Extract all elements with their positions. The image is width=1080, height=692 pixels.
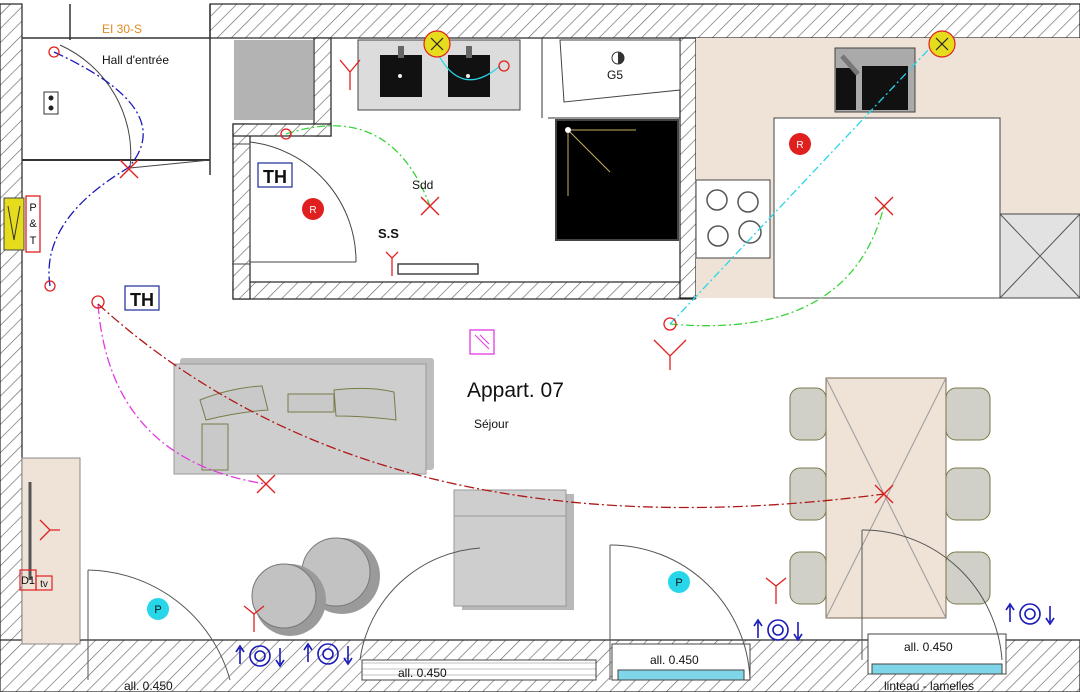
cooktop bbox=[695, 179, 771, 259]
detectors bbox=[423, 30, 956, 58]
svg-text:P: P bbox=[675, 577, 682, 589]
circuit-cyan-bath bbox=[435, 49, 501, 81]
circuit-darkred-living bbox=[97, 303, 885, 509]
svg-text:TH: TH bbox=[130, 290, 154, 310]
gas-meter-icon bbox=[611, 51, 625, 65]
thermostat-living: TH bbox=[124, 285, 160, 311]
svg-text:tv: tv bbox=[40, 579, 48, 590]
svg-text:TH: TH bbox=[263, 167, 287, 187]
switch-symbols bbox=[39, 46, 787, 632]
svg-text:P: P bbox=[154, 604, 161, 616]
tv-cabinet bbox=[21, 457, 81, 645]
sill-label-4: all. 0.450 bbox=[904, 640, 953, 654]
tv-outlet: D1 tv bbox=[19, 569, 53, 591]
circuit-green-kitchen bbox=[669, 205, 885, 327]
sill-label-3: all. 0.450 bbox=[650, 653, 699, 667]
sill-label-2: all. 0.450 bbox=[398, 666, 447, 680]
radiator-bath: R bbox=[302, 198, 324, 220]
panel-p-and-t bbox=[25, 195, 41, 253]
svg-text:R: R bbox=[796, 140, 803, 151]
laundry-area bbox=[234, 40, 313, 120]
armchair bbox=[453, 489, 574, 610]
circuit-green-bath bbox=[285, 125, 431, 207]
room-label-entrance: Hall d'entrée bbox=[102, 53, 169, 67]
circuit-cyan-kitchen bbox=[669, 47, 931, 325]
windows bbox=[87, 529, 1007, 681]
gas-cabinet bbox=[559, 39, 681, 103]
sofa bbox=[173, 358, 434, 475]
shower-sensor-label: S.S bbox=[378, 226, 399, 241]
panel-label-t: T bbox=[30, 235, 37, 247]
circuit-magenta-living bbox=[97, 303, 267, 485]
svg-text:R: R bbox=[309, 205, 316, 216]
shower-drain bbox=[397, 263, 479, 275]
panel-label-amp: & bbox=[29, 218, 37, 230]
bath-door bbox=[232, 141, 357, 265]
lintel-label: linteau - lamelles bbox=[884, 679, 974, 692]
room-label-living: Séjour bbox=[474, 417, 509, 431]
room-label-bathroom: Sdd bbox=[412, 178, 433, 192]
shower bbox=[555, 119, 679, 241]
radiator-kitchen: R bbox=[789, 133, 811, 155]
socket-left: P bbox=[147, 598, 169, 620]
apartment-title: Appart. 07 bbox=[467, 379, 564, 402]
sill-label-1: all. 0.450 bbox=[124, 679, 173, 692]
ceiling-lights bbox=[119, 159, 894, 504]
kitchen-sink bbox=[834, 47, 916, 113]
thermostat-bath: TH bbox=[257, 162, 293, 188]
dining-table bbox=[789, 377, 991, 619]
ottomans bbox=[251, 537, 380, 636]
blind-control-icons bbox=[235, 602, 1055, 668]
socket-right: P bbox=[668, 571, 690, 593]
fire-rating-label: EI 30-S bbox=[102, 22, 142, 36]
panel-label-p: P bbox=[29, 202, 36, 214]
intercom-icon bbox=[43, 91, 59, 115]
gas-label: G5 bbox=[607, 68, 623, 82]
entrance-door bbox=[59, 44, 211, 169]
electrical-panel bbox=[3, 197, 25, 251]
svg-text:D1: D1 bbox=[21, 575, 35, 587]
